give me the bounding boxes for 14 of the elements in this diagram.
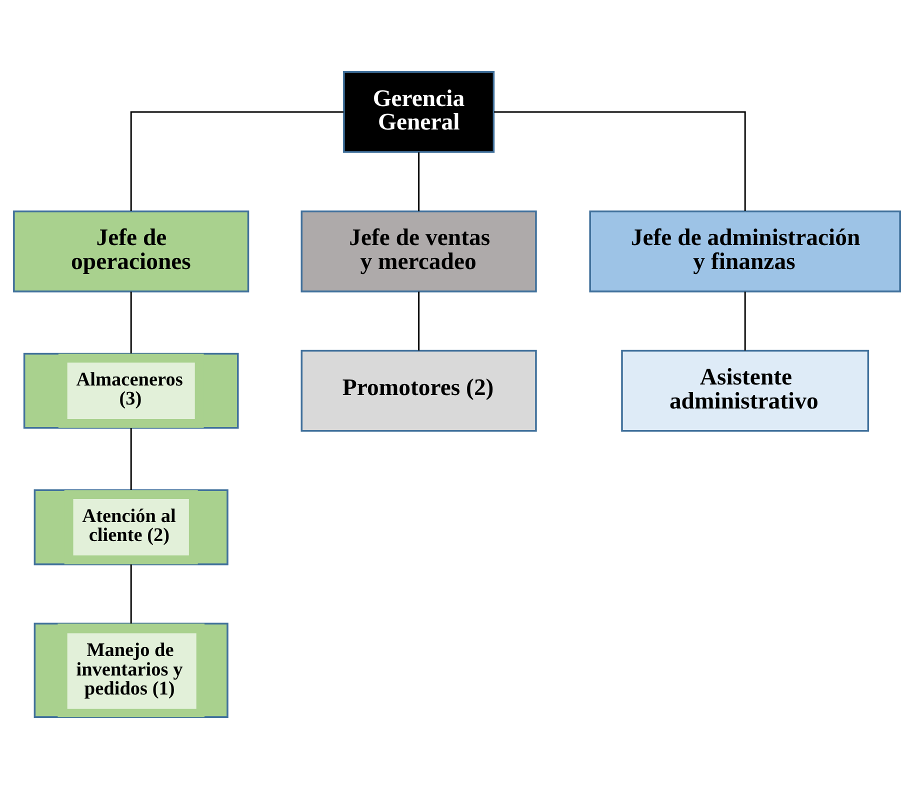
connector <box>130 428 132 490</box>
connector <box>494 111 746 212</box>
node-box: Asistente administrativo <box>621 350 870 432</box>
node-box: Gerencia General <box>343 71 495 153</box>
node-box: Promotores (2) <box>300 350 537 432</box>
connector <box>744 292 746 351</box>
connector <box>130 111 344 212</box>
node-box: Jefe de operaciones <box>13 210 250 292</box>
connector <box>130 564 132 624</box>
connector <box>130 292 132 354</box>
connector <box>418 152 420 212</box>
node-box: Jefe de ventas y mercadeo <box>300 210 537 292</box>
node-box: Jefe de administración y finanzas <box>589 210 901 292</box>
connector <box>418 292 420 351</box>
